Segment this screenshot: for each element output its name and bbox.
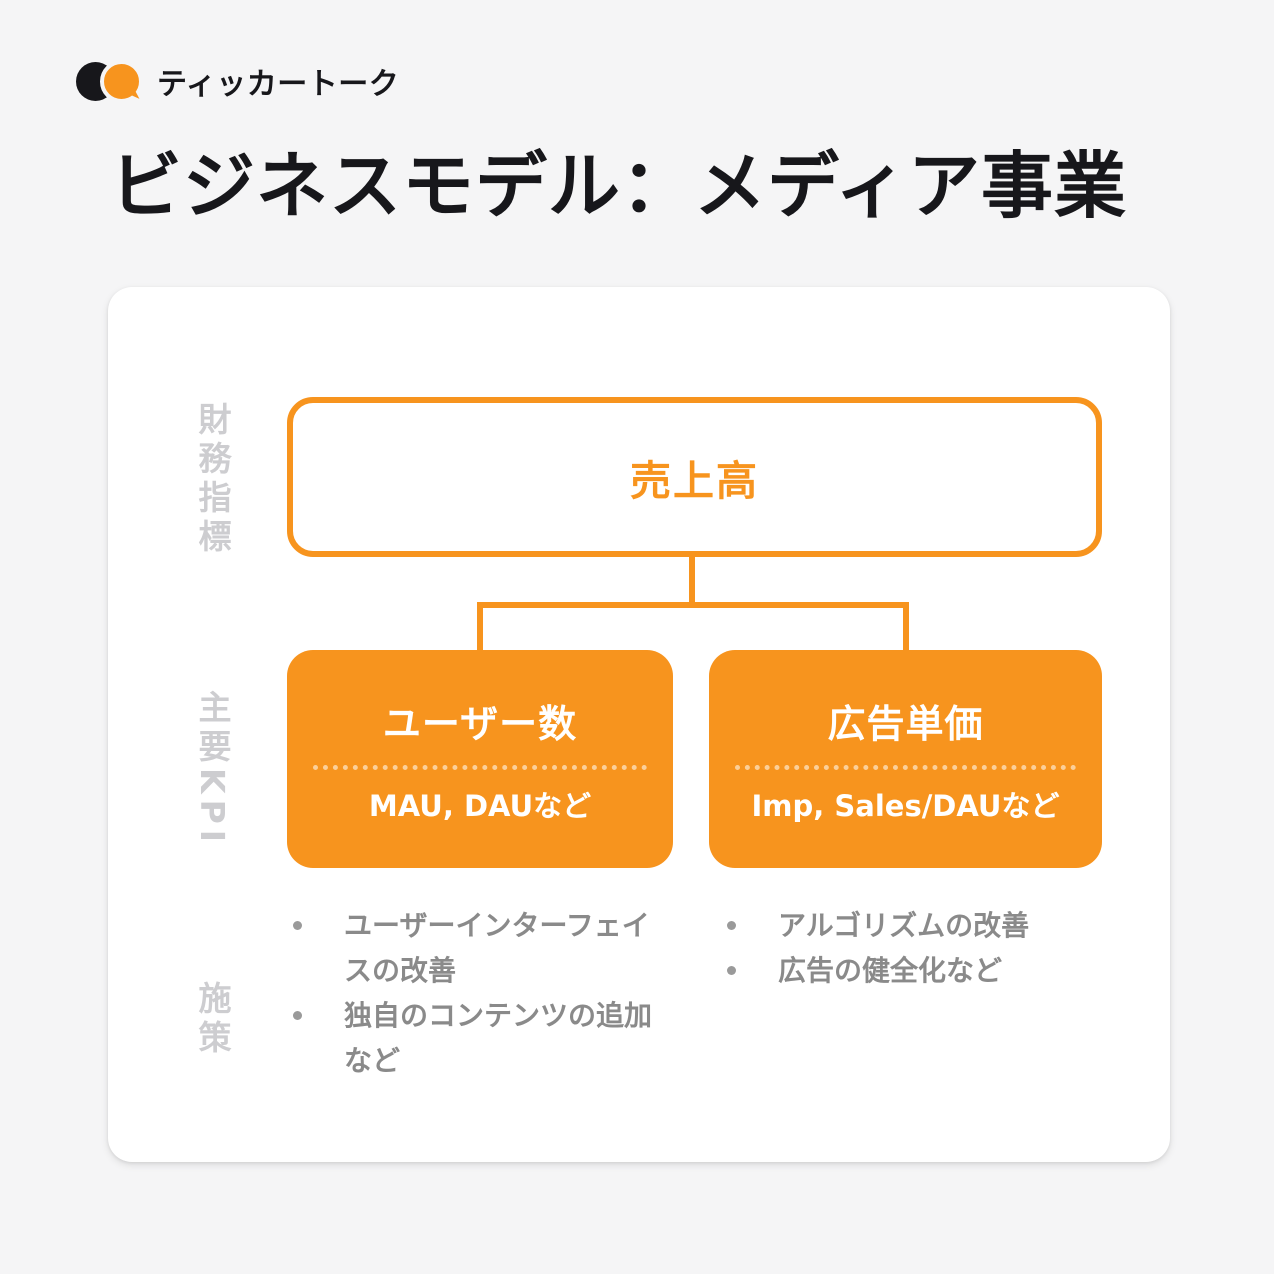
connector-vertical-right xyxy=(903,605,909,651)
speech-bubble-tail-icon xyxy=(124,86,140,104)
connector-horizontal xyxy=(477,602,909,608)
connector-vertical-left xyxy=(477,605,483,651)
bullet-dot-icon xyxy=(293,921,302,930)
page-title: ビジネスモデル：メディア事業 xyxy=(110,144,1127,228)
node-user-count-subtitle: MAU, DAUなど xyxy=(368,789,592,823)
node-user-count: ユーザー数 MAU, DAUなど xyxy=(287,650,673,868)
bullet-dot-icon xyxy=(727,921,736,930)
node-ad-unit-price-title: 広告単価 xyxy=(827,702,984,746)
connector-stub xyxy=(689,555,695,605)
node-revenue-label: 売上高 xyxy=(630,457,759,505)
dotted-divider xyxy=(735,765,1076,770)
list-item-text: アルゴリズムの改善 xyxy=(778,909,1030,942)
logo: ティッカートーク xyxy=(76,58,399,104)
list-item-text: 独自のコンテンツの追加など xyxy=(344,999,653,1077)
measures-list-users: ユーザーインターフェイスの改善 独自のコンテンツの追加など xyxy=(293,903,659,1083)
diagram-card: 財務指標 主要KPI 施策 売上高 ユーザー数 MAU, DAUなど 広告単価 … xyxy=(108,287,1170,1162)
list-item: 広告の健全化など xyxy=(727,948,1118,993)
list-item: ユーザーインターフェイスの改善 xyxy=(293,903,659,993)
list-item-text: 広告の健全化など xyxy=(778,954,1003,987)
measures-list-ads: アルゴリズムの改善 広告の健全化など xyxy=(727,903,1118,993)
bullet-dot-icon xyxy=(293,1011,302,1020)
list-item: 独自のコンテンツの追加など xyxy=(293,993,659,1083)
row-label-measures: 施策 xyxy=(193,981,232,1059)
list-item: アルゴリズムの改善 xyxy=(727,903,1118,948)
list-item-text: ユーザーインターフェイスの改善 xyxy=(344,909,650,987)
row-label-financial-metrics: 財務指標 xyxy=(193,402,232,558)
node-ad-unit-price-subtitle: Imp, Sales/DAUなど xyxy=(751,789,1060,823)
bullet-dot-icon xyxy=(727,966,736,975)
node-ad-unit-price: 広告単価 Imp, Sales/DAUなど xyxy=(709,650,1102,868)
node-user-count-title: ユーザー数 xyxy=(382,702,578,746)
row-label-key-kpi: 主要KPI xyxy=(193,690,232,849)
speech-bubble-orange-icon xyxy=(100,59,143,104)
node-revenue: 売上高 xyxy=(287,397,1102,557)
dotted-divider xyxy=(313,765,647,770)
logo-text: ティッカートーク xyxy=(157,67,400,102)
